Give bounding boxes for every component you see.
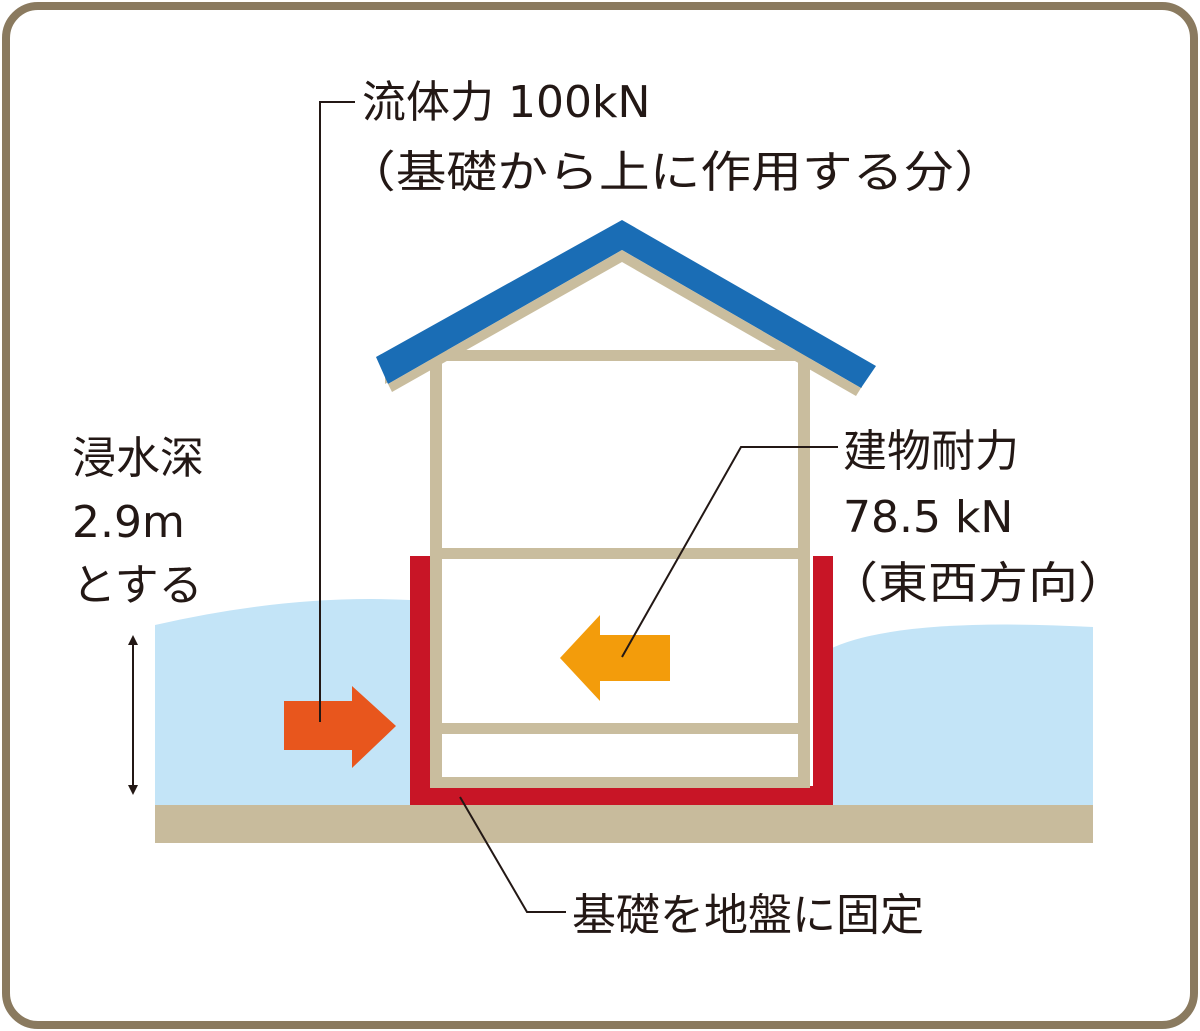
fluid-force-arrow: [284, 686, 396, 768]
fluid-force-note: （基礎から上に作用する分）: [345, 147, 1005, 198]
building-strength-direction: （東西方向）: [828, 558, 1128, 609]
building-strength-leader-line: [621, 446, 838, 658]
foundation-leader-line: [459, 796, 566, 913]
house-frame: [385, 230, 862, 788]
fluid-force-leader-line: [319, 101, 355, 722]
building-strength-value: 78.5 kN: [843, 492, 1013, 543]
flood-depth-label: 浸水深: [72, 433, 204, 484]
flood-depth-value: 2.9m: [72, 497, 185, 548]
fluid-force-label: 流体力 100kN: [362, 77, 650, 128]
flood-depth-suffix: とする: [72, 560, 203, 611]
floodwater-right: [832, 624, 1093, 805]
foundation-label: 基礎を地盤に固定: [572, 890, 924, 941]
building-strength-arrow: [560, 615, 670, 701]
ground: [155, 805, 1093, 843]
building-strength-label: 建物耐力: [843, 426, 1019, 477]
floodwater-left: [155, 599, 410, 805]
roof: [376, 220, 876, 388]
